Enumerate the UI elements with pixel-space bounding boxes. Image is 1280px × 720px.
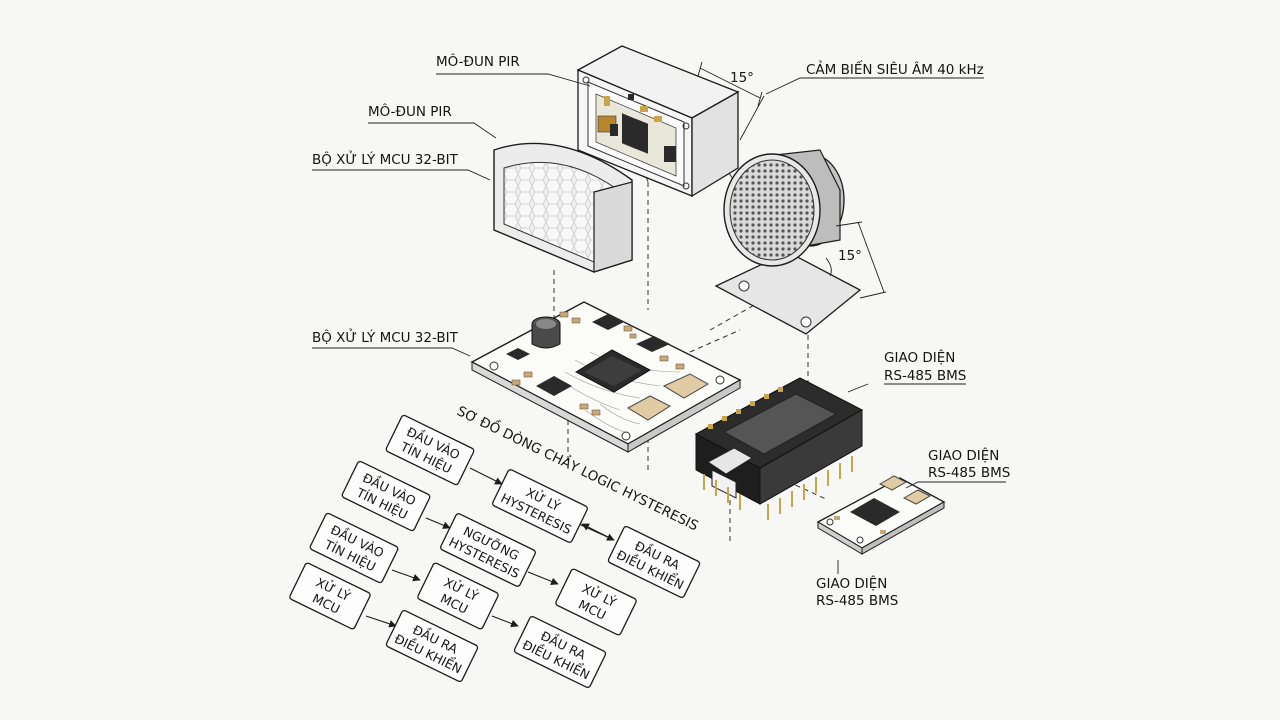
pir-module-housing (576, 45, 740, 198)
flow-box-b8: ĐẦU RA ĐIỀU KHIỂN (607, 525, 701, 599)
label-angle-top: 15° (730, 70, 754, 86)
angle-dimension-top (697, 61, 765, 141)
label-rs485-b-1: GIAO DIỆN (928, 446, 999, 464)
ic-socket (694, 377, 864, 520)
flow-box-b5: XỬ LÝ HYSTERESIS (492, 469, 588, 543)
flow-box-b3: ĐẦU VÀO TÍN HIỆU (309, 512, 399, 584)
label-rs485-c-1: GIAO DIỆN (816, 574, 887, 592)
flow-arrows (365, 467, 615, 628)
label-ultrasonic: CẢM BIẾN SIÊU ÂM 40 kHz (806, 59, 984, 78)
component-labels: MÔ-ĐUN PIR MÔ-ĐUN PIR BỘ XỬ LÝ MCU 32-BI… (312, 52, 1010, 609)
leader-lines (312, 73, 1006, 574)
label-mcu-top: BỘ XỬ LÝ MCU 32-BIT (312, 150, 459, 168)
mcu-board (470, 301, 742, 453)
label-rs485-b-2: RS-485 BMS (928, 465, 1010, 481)
flow-box-b1: ĐẦU VÀO TÍN HIỆU (385, 414, 475, 486)
label-rs485-c-2: RS-485 BMS (816, 593, 898, 609)
angle-dimension-side (825, 221, 887, 299)
flow-box-b11: ĐẦU RA ĐIỀU KHIỂN (513, 615, 607, 689)
ultrasonic-sensor (714, 149, 862, 335)
label-mcu-board: BỘ XỬ LÝ MCU 32-BIT (312, 328, 459, 346)
label-rs485-a-1: GIAO DIỆN (884, 348, 955, 366)
flow-box-b2: ĐẦU VÀO TÍN HIỆU (341, 460, 431, 532)
flow-box-b7: XỬ LÝ MCU (417, 562, 499, 630)
rs485-board (816, 475, 946, 555)
label-angle-side: 15° (838, 248, 862, 264)
flow-box-b10: XỬ LÝ MCU (555, 568, 637, 636)
label-pir-top: MÔ-ĐUN PIR (436, 52, 520, 70)
label-pir-mid: MÔ-ĐUN PIR (368, 102, 452, 120)
label-rs485-a-2: RS-485 BMS (884, 368, 966, 384)
pir-lens (493, 142, 633, 273)
